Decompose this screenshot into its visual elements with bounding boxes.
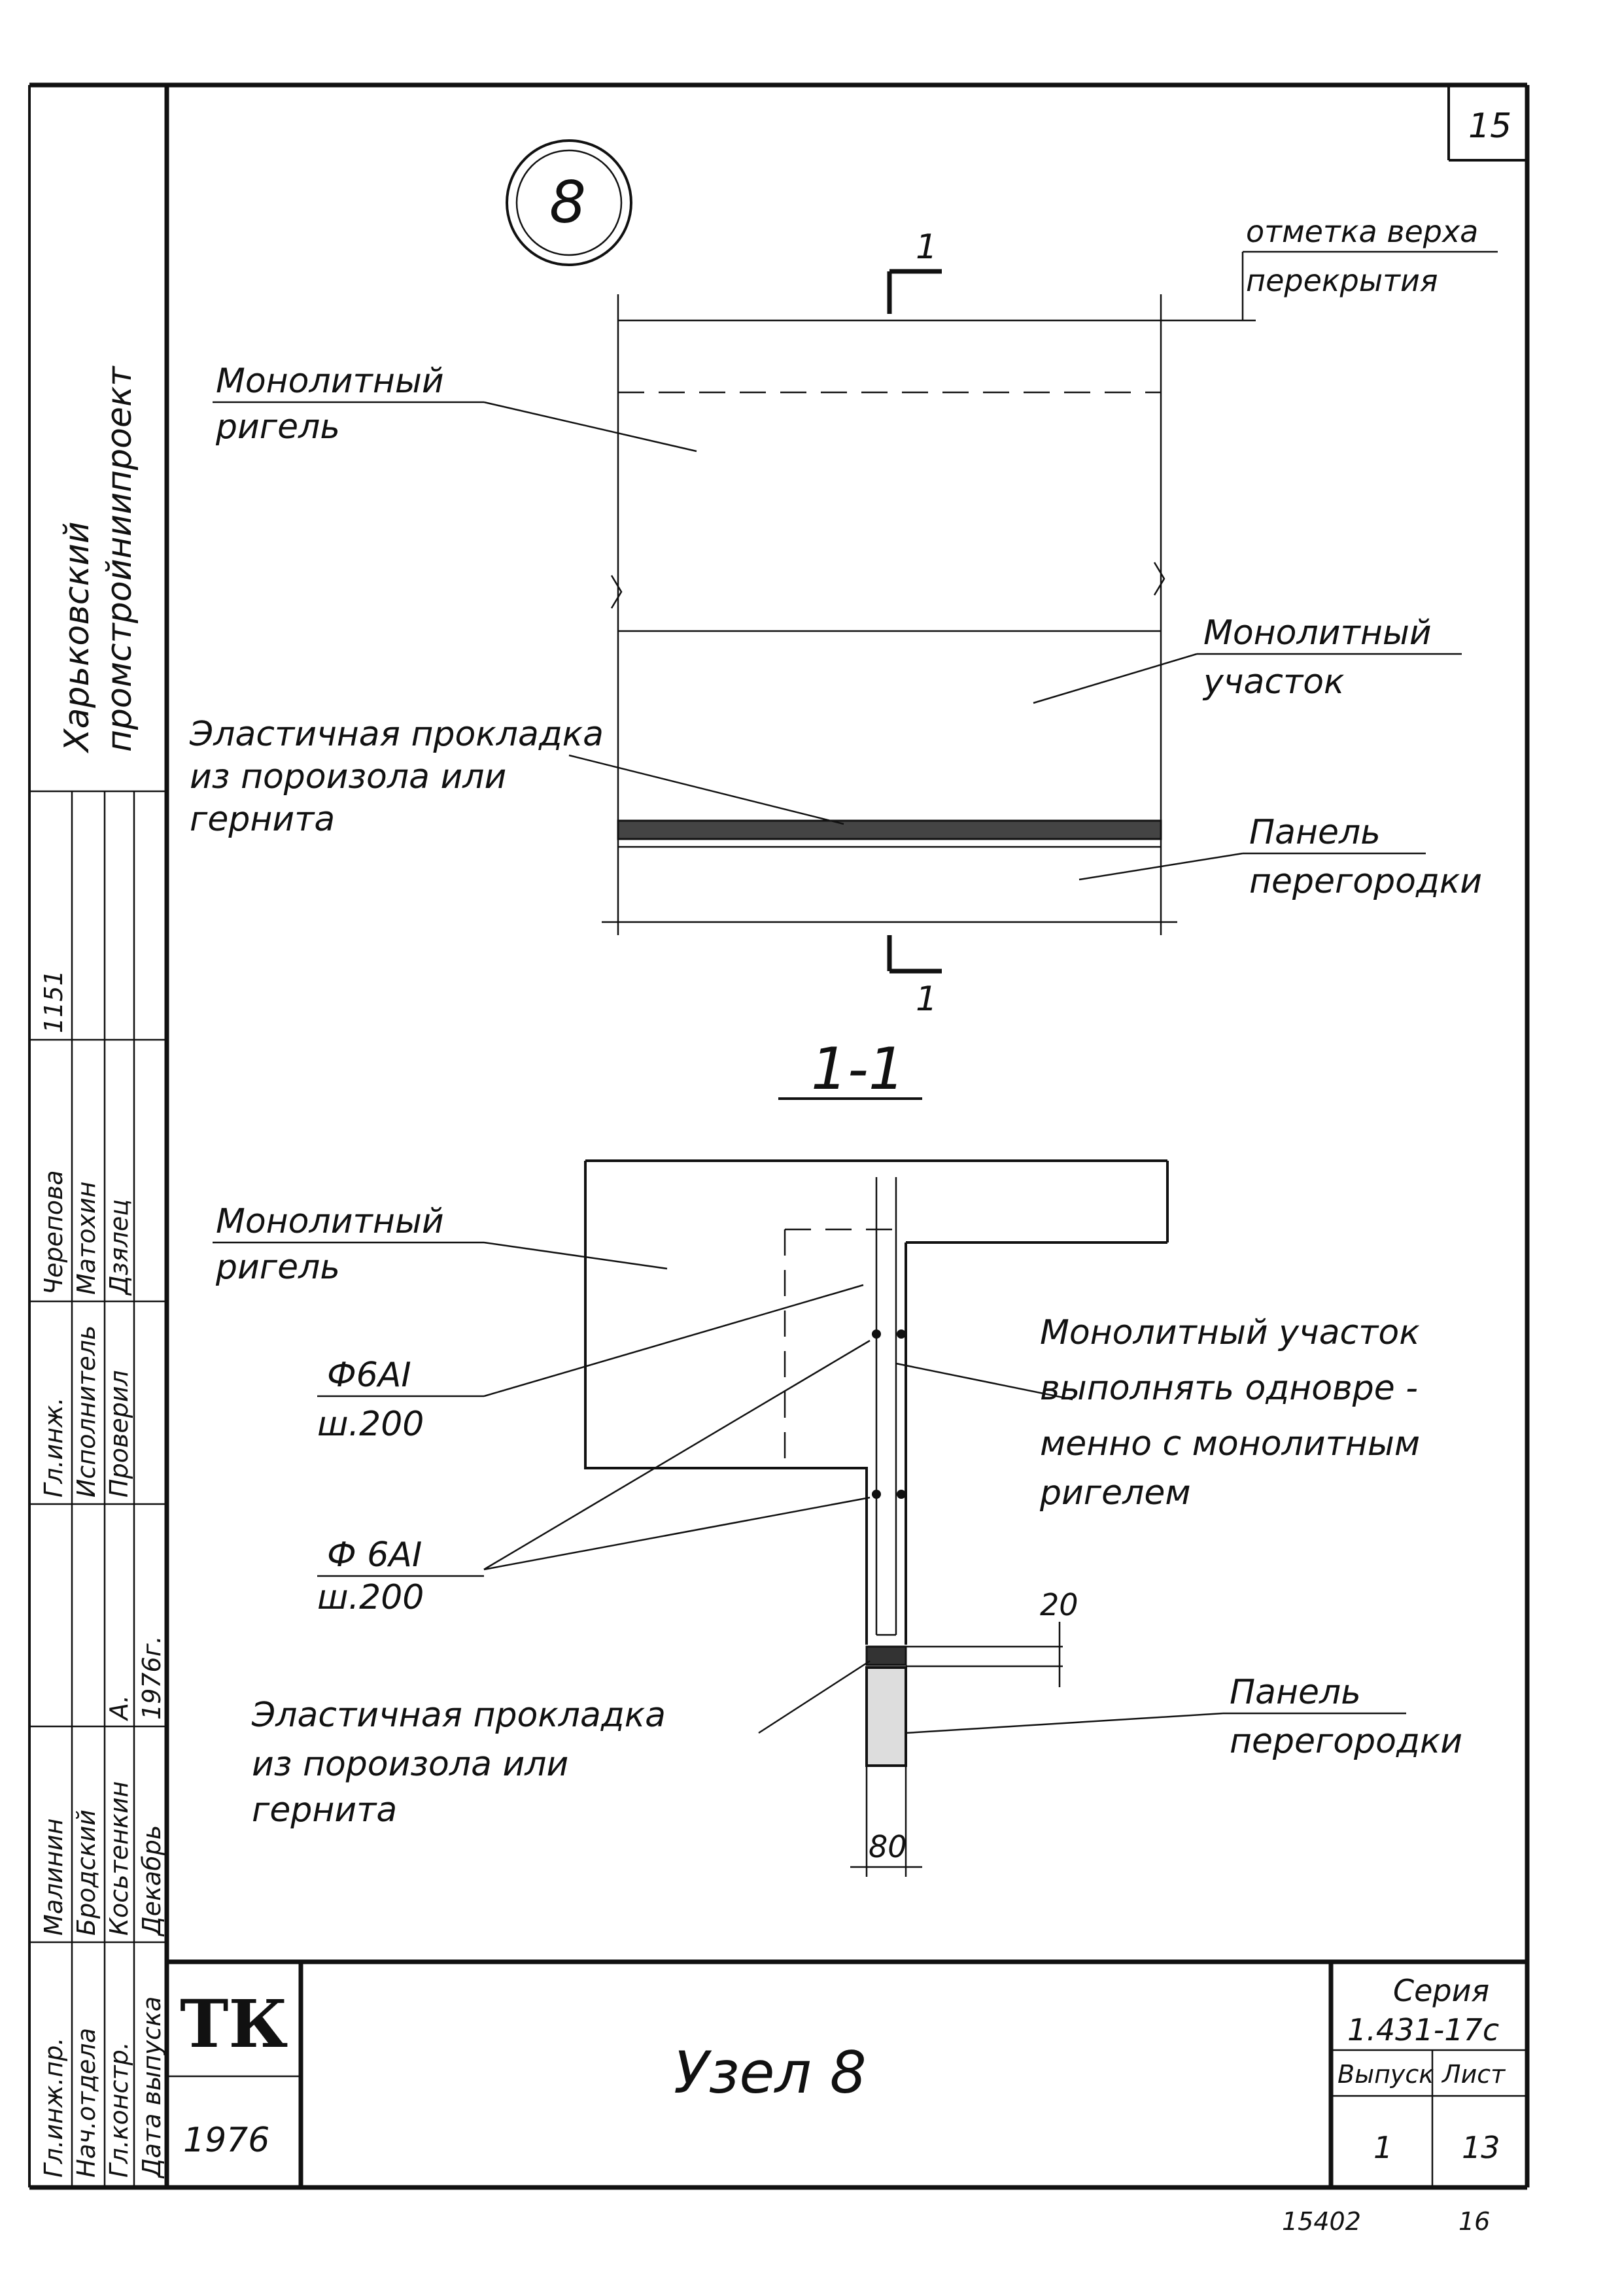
stamp-r4c3: 1976г. [137,1636,166,1720]
org-name-2: промстройниипроект [100,366,139,752]
title-block: ТК 1976 Узел 8 Серия 1.431-17с Выпуск Ли… [167,1959,1527,2236]
series-label: Серия [1393,1973,1489,2008]
section-note-3: менно с монолитным [1040,1424,1420,1464]
sheet-value: 13 [1462,2130,1500,2165]
logo-tk: ТК [180,1985,288,2063]
section-panel-label-2: перегородки [1230,1722,1462,1761]
sheet-frame [28,82,1530,2190]
section-riegel-label-2: ригель [215,1248,340,1287]
rebar-2-label: Ф 6АI [327,1535,422,1575]
series-code: 1.431-17с [1347,2012,1499,2048]
stamp-r3c3: А. [105,1695,133,1722]
stamp-r4c1: Дата выпуска [137,1996,166,2179]
elevation-note-2: перекрытия [1246,263,1438,298]
section-mark-top: 1 [916,228,937,267]
plan-riegel-label-2: ригель [215,407,340,447]
plan-gasket-label-3: гернита [190,800,335,839]
issue-value: 1 [1373,2130,1392,2165]
plan-panel-label-2: перегородки [1249,862,1482,901]
plan-zone-label-1: Монолитный [1203,613,1432,653]
plan-view: 1 1 отметка верха перекрытия Монолитный … [189,214,1498,1019]
stamp-r1c4: Гл.инж. [39,1397,68,1498]
stamp-r3c1: Гл.констр. [105,2042,133,2178]
stamp-r2c5: Матохин [72,1182,101,1295]
stamp-r2c4: Исполнитель [72,1326,101,1498]
section-view: 1-1 80 20 Монолитный ригель Ф6АI ш.200 [213,1035,1462,1877]
sheet-label: Лист [1441,2060,1506,2089]
section-gasket-label-1: Эластичная прокладка [251,1696,666,1735]
corner-number: 15 [1468,107,1511,146]
stamp-r1c2: Малинин [39,1819,68,1936]
stamp-r3c5: Дзялец [105,1199,133,1296]
plan-gasket-label-1: Эластичная прокладка [189,715,604,754]
stamp-r1c5: Черепова [39,1170,68,1295]
issue-label: Выпуск [1337,2060,1434,2089]
corner-number-box: 15 [1447,85,1527,162]
stamp-r3c2: Косьтенкин [105,1781,133,1936]
dim-gap: 20 [1040,1587,1078,1622]
plan-zone-label-2: участок [1202,662,1345,702]
plan-gasket-label-2: из порoизола или [190,757,506,797]
rebar-2-step: ш.200 [317,1578,424,1617]
section-panel-label-1: Панель [1230,1673,1361,1712]
bottom-stamp-right: 16 [1458,2207,1490,2236]
side-stamp: Харьковский промстройниипроект Гл.инж.пр… [39,366,166,2179]
stamp-r3c4: Проверил [105,1370,133,1498]
section-gasket-label-3: гернита [252,1791,397,1830]
node-number: 8 [549,169,586,236]
stamp-r4c2: Декабрь [137,1825,166,1937]
section-note-2: выполнять одновре - [1040,1369,1418,1408]
section-riegel-label-1: Монолитный [216,1202,444,1241]
rebar-1-step: ш.200 [317,1405,424,1444]
section-title: 1-1 [811,1035,905,1103]
bottom-stamp-left: 15402 [1282,2207,1361,2236]
node-callout: 8 [506,139,632,266]
dim-width: 80 [869,1829,907,1864]
section-mark-bottom: 1 [916,980,937,1019]
section-note-1: Монолитный участок [1040,1313,1420,1352]
section-note-4: ригелем [1039,1473,1191,1513]
org-name-1: Харьковский [58,521,97,754]
section-gasket-label-2: из поpoизола или [252,1745,568,1784]
drawing-title: Узел 8 [674,2039,867,2106]
elevation-note-1: отметка верха [1246,214,1478,249]
stamp-r2c1: Нач.отдела [72,2028,101,2178]
title-year: 1976 [183,2121,269,2160]
plan-panel-label-1: Панель [1249,813,1381,852]
rebar-1-label: Ф6АI [327,1356,411,1395]
plan-riegel-label-1: Монолитный [216,362,444,401]
stamp-r1c6: 1151 [39,970,68,1033]
stamp-r2c2: Бродский [72,1809,101,1936]
stamp-r1c1: Гл.инж.пр. [39,2038,68,2178]
